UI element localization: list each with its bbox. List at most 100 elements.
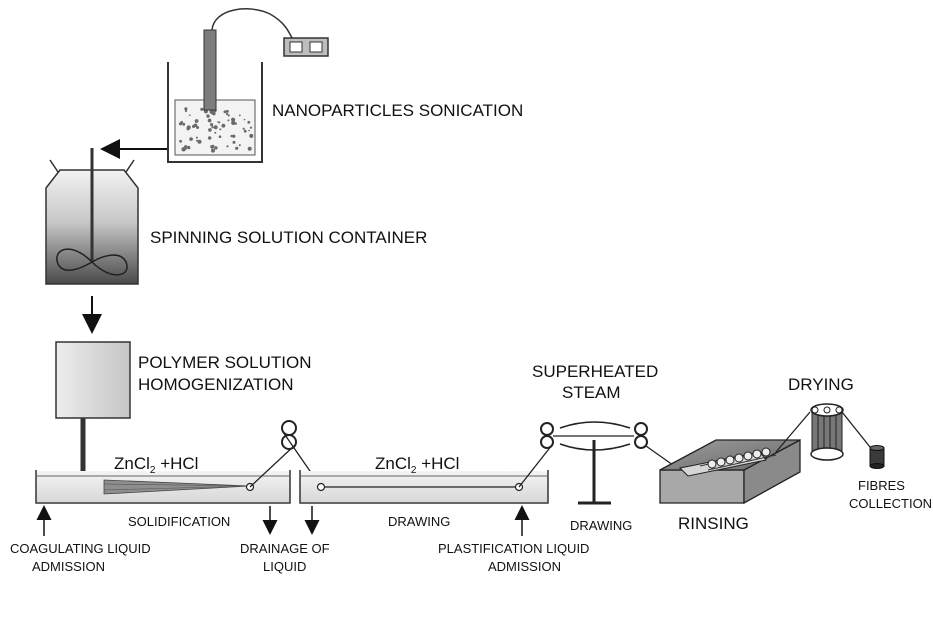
superheated-label: SUPERHEATED — [532, 362, 658, 381]
nanoparticle-dot — [197, 139, 202, 144]
plastification-liquid-label: PLASTIFICATION LIQUID — [438, 541, 589, 556]
nanoparticle-dot — [210, 145, 214, 149]
nanoparticle-dot — [184, 109, 188, 113]
rinsing-roller — [734, 453, 744, 463]
nanoparticle-dot — [225, 112, 229, 116]
nanoparticle-dot — [186, 127, 190, 131]
drawing-bath — [299, 470, 549, 504]
nanoparticles — [178, 107, 254, 153]
filament-bath2-to-godet2 — [518, 444, 553, 488]
nanoparticle-dot — [243, 118, 246, 121]
nanoparticle-dot — [249, 133, 254, 138]
nanoparticle-dot — [218, 121, 221, 124]
nanoparticle-dot — [248, 129, 250, 132]
filament-drying-to-collection — [841, 411, 875, 453]
fibres-label: FIBRES — [858, 478, 905, 493]
liquid-label: LIQUID — [263, 559, 306, 574]
nanoparticle-dot — [231, 120, 236, 125]
plastification-admission-label: ADMISSION — [488, 559, 561, 574]
nanoparticle-dot — [196, 126, 200, 129]
drying-rolls — [810, 403, 844, 461]
nanoparticle-dot — [194, 119, 199, 123]
nanoparticle-dot — [210, 123, 214, 127]
nanoparticle-dot — [213, 125, 218, 130]
nanoparticle-dot — [179, 139, 183, 143]
sonicator-cable — [211, 8, 293, 39]
nanoparticle-dot — [178, 122, 183, 126]
nanoparticle-dot — [207, 118, 212, 123]
nanoparticle-dot — [243, 129, 247, 133]
rinsing-roller — [725, 455, 735, 465]
nanoparticle-dot — [196, 139, 198, 142]
nanoparticle-dot — [250, 136, 253, 138]
nanoparticle-dot — [242, 127, 245, 130]
spinning-solution-container-label: SPINNING SOLUTION CONTAINER — [150, 228, 427, 247]
nanoparticle-dot — [227, 114, 230, 117]
fibre-bobbin — [869, 445, 885, 469]
godet-roller-1 — [281, 420, 297, 450]
nanoparticle-dot — [214, 146, 218, 150]
nanoparticle-dot — [181, 147, 186, 152]
nanoparticle-dot — [225, 109, 229, 113]
nanoparticle-dot — [187, 145, 191, 150]
nanoparticle-dot — [223, 110, 227, 114]
nanoparticle-dot — [247, 146, 252, 151]
nanoparticle-dot — [249, 126, 253, 129]
rinsing-label: RINSING — [678, 514, 749, 533]
nanoparticle-dot — [231, 117, 236, 122]
rinsing-roller — [743, 451, 753, 461]
nanoparticle-dot — [208, 128, 212, 132]
drawing-bath-label: DRAWING — [388, 514, 450, 529]
godet-roller-3 — [634, 422, 648, 449]
sonication-unit: NANOPARTICLES SONICATION — [167, 8, 523, 163]
drawing-steam-label: DRAWING — [570, 518, 632, 533]
nanoparticle-dot — [208, 136, 212, 140]
godet-roller-2 — [540, 422, 554, 449]
rinsing-rollers — [707, 447, 771, 469]
rinsing-roller — [716, 457, 726, 467]
nanoparticle-dot — [235, 146, 239, 150]
nanoparticle-dot — [226, 145, 229, 148]
nanoparticle-dot — [200, 107, 204, 111]
spinning-solution-container — [45, 148, 139, 285]
polymer-solution-label: POLYMER SOLUTION — [138, 353, 312, 372]
nanoparticles-sonication-label: NANOPARTICLES SONICATION — [272, 101, 523, 120]
nanoparticle-dot — [217, 121, 219, 123]
nanoparticle-dot — [238, 144, 241, 147]
bath1-chemical-label: ZnCl2 +HCl — [114, 454, 198, 476]
nanoparticle-dot — [189, 137, 193, 141]
sonication-probe — [203, 29, 217, 111]
rinsing-roller — [752, 449, 762, 459]
rinsing-roller — [707, 459, 717, 469]
coagulating-admission-label: ADMISSION — [32, 559, 105, 574]
nanoparticle-dot — [206, 114, 210, 118]
nanoparticle-dot — [193, 123, 198, 128]
filament-rinsing-to-drying — [775, 411, 811, 453]
nanoparticle-dot — [211, 148, 215, 153]
sonicator-controller — [283, 37, 329, 57]
bath2-chemical-label: ZnCl2 +HCl — [375, 454, 459, 476]
nanoparticle-dot — [214, 131, 217, 134]
drainage-of-label: DRAINAGE OF — [240, 541, 330, 556]
collection-label: COLLECTION — [849, 496, 932, 511]
nanoparticle-dot — [238, 114, 241, 117]
filament-bath1-to-godet1 — [249, 444, 296, 488]
coagulation-bath — [35, 470, 291, 504]
rinsing-roller — [761, 447, 771, 457]
steam-label: STEAM — [562, 383, 621, 402]
drying-label: DRYING — [788, 375, 854, 394]
nanoparticle-dot — [218, 135, 222, 138]
nanoparticle-dot — [221, 123, 226, 128]
solidification-label: SOLIDIFICATION — [128, 514, 230, 529]
steam-chamber — [553, 421, 634, 505]
nanoparticle-dot — [232, 140, 236, 144]
nanoparticle-dot — [189, 114, 191, 116]
nanoparticle-dot — [232, 134, 236, 138]
nanoparticle-dot — [184, 145, 188, 149]
nanoparticle-dot — [195, 136, 198, 139]
nanoparticle-dot — [182, 122, 186, 126]
nanoparticle-dot — [219, 128, 222, 131]
nanoparticle-dot — [230, 134, 233, 138]
nanoparticle-dot — [184, 107, 188, 111]
